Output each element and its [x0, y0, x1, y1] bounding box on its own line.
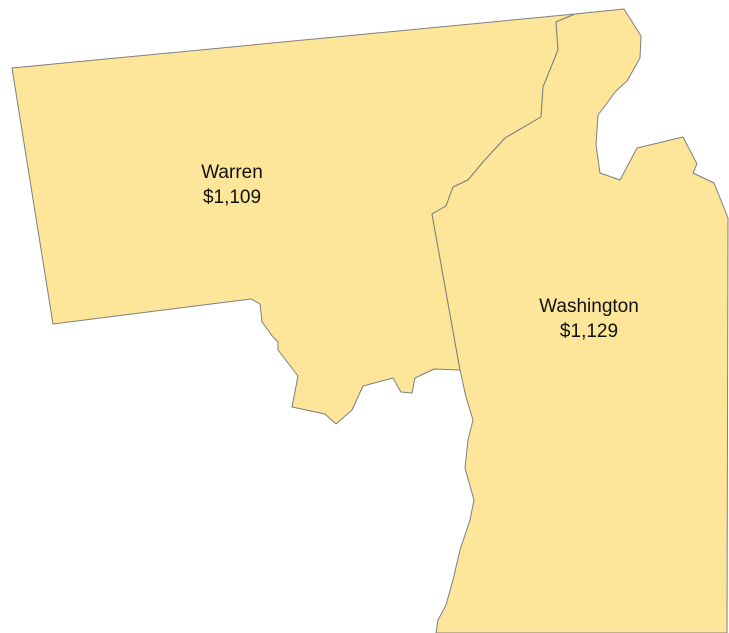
region-label-warren: Warren $1,109 — [201, 160, 263, 210]
region-value-warren: $1,109 — [202, 187, 262, 208]
region-washington[interactable] — [431, 8, 729, 633]
region-name-warren: Warren — [201, 162, 263, 183]
region-name-washington: Washington — [539, 296, 639, 317]
region-value-washington: $1,129 — [559, 321, 619, 342]
region-label-washington: Washington $1,129 — [539, 294, 639, 344]
